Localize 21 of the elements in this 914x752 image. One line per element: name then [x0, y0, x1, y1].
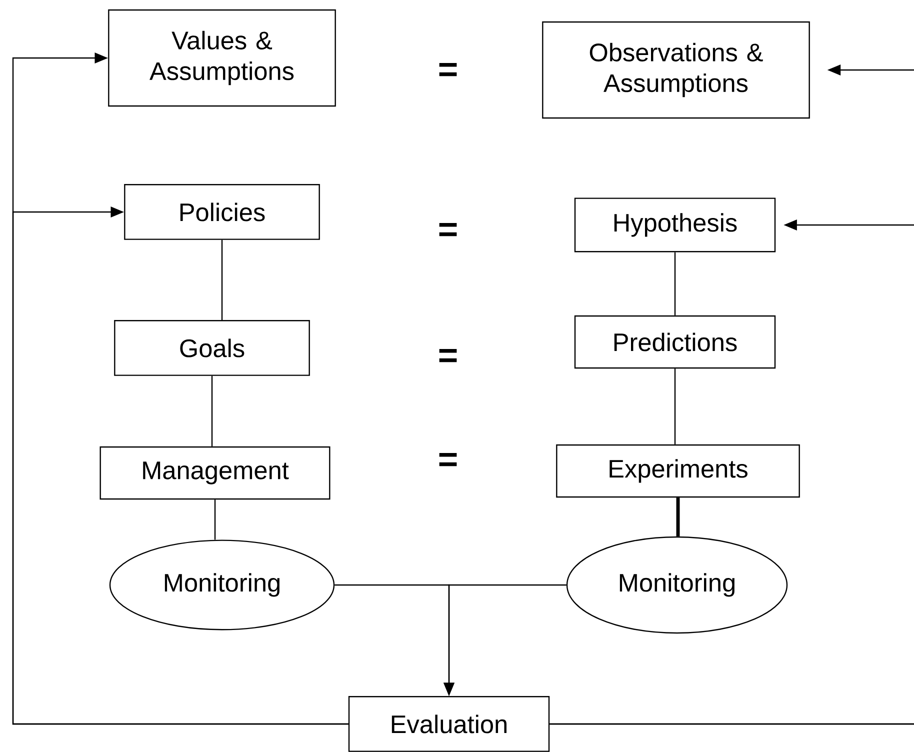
equals-sign: =: [439, 452, 457, 466]
equals-sign: =: [439, 222, 457, 236]
connector-line: [674, 368, 676, 444]
process-box: Management: [100, 446, 330, 500]
process-box: Evaluation: [348, 696, 550, 752]
connector-line: [211, 376, 213, 446]
process-box: Experiments: [556, 444, 800, 498]
process-box: Observations & Assumptions: [542, 21, 810, 119]
process-box: Predictions: [574, 315, 776, 369]
arrow: [550, 220, 914, 725]
connector-line: [676, 498, 680, 536]
process-box: Values & Assumptions: [108, 9, 336, 107]
arrow: [12, 206, 348, 725]
process-box: Policies: [124, 184, 320, 240]
process-box: Goals: [114, 320, 310, 376]
equals-sign: =: [439, 348, 457, 362]
connector-line: [674, 252, 676, 316]
connector-line: [221, 240, 223, 320]
connector-line: [214, 500, 216, 540]
equals-sign: =: [439, 62, 457, 76]
process-box: Hypothesis: [574, 198, 776, 252]
